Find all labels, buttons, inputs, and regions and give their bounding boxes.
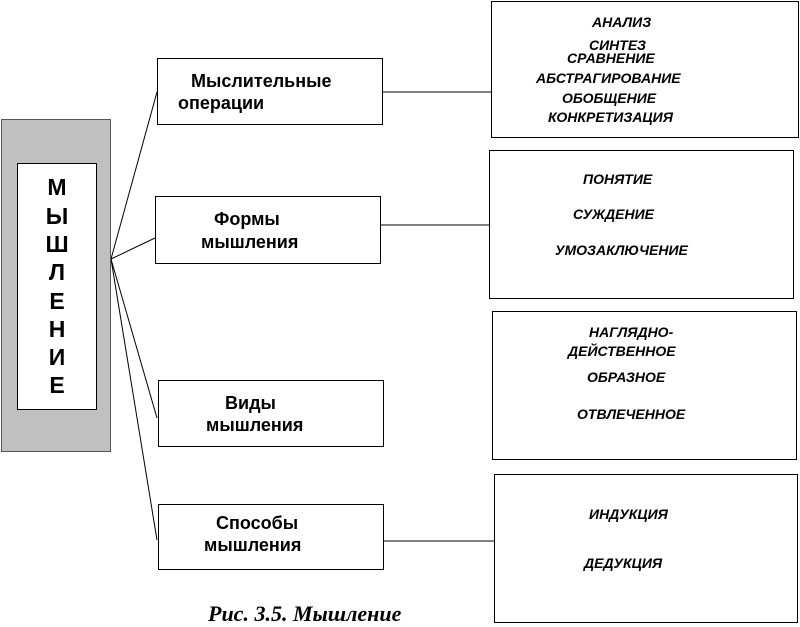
category-label-line1: Мыслительные — [191, 71, 332, 91]
detail-item: СИНТЕЗ — [589, 37, 646, 53]
detail-item: ИНДУКЦИЯ — [589, 506, 668, 522]
category-box-types: Виды мышления — [158, 380, 384, 447]
detail-item: АБСТРАГИРОВАНИЕ — [536, 70, 681, 86]
detail-item: СУЖДЕНИЕ — [573, 206, 655, 222]
detail-item: ПОНЯТИЕ — [583, 171, 653, 187]
connector-center-to-forms — [110, 237, 156, 260]
detail-box-types: НАГЛЯДНО- ДЕЙСТВЕННОЕ ОБРАЗНОЕ ОТВЛЕЧЕНН… — [492, 311, 797, 460]
category-label-line1: Способы — [216, 513, 299, 533]
category-label-line1: Виды — [225, 393, 276, 413]
connector-center-to-types — [110, 258, 158, 419]
detail-item: СРАВНЕНИЕ — [567, 50, 655, 66]
detail-box-forms: ПОНЯТИЕ СУЖДЕНИЕ УМОЗАКЛЮЧЕНИЕ — [489, 150, 794, 299]
category-box-methods: Способы мышления — [158, 504, 384, 570]
detail-item: АНАЛИЗ — [592, 14, 652, 30]
detail-item: ДЕЙСТВЕННОЕ — [568, 343, 676, 359]
category-box-forms: Формы мышления — [155, 196, 381, 264]
detail-item: ОБРАЗНОЕ — [587, 369, 666, 385]
center-letter: Е — [49, 372, 65, 399]
center-letter: Л — [48, 259, 66, 286]
detail-item: НАГЛЯДНО- — [589, 324, 674, 340]
category-label-line2: мышления — [204, 535, 302, 555]
detail-box-operations: АНАЛИЗ СИНТЕЗ СРАВНЕНИЕ АБСТРАГИРОВАНИЕ … — [491, 1, 799, 138]
center-letter: Ы — [45, 202, 69, 229]
category-label-line2: мышления — [206, 415, 304, 435]
category-label-line1: Формы — [214, 209, 280, 229]
connector-center-to-operations — [110, 91, 158, 260]
center-letter: Н — [48, 315, 66, 342]
center-concept-box: М Ы Ш Л Е Н И Е — [17, 163, 97, 410]
detail-item: ОТВЛЕЧЕННОЕ — [577, 406, 686, 422]
center-letter: Е — [49, 287, 65, 314]
detail-item: УМОЗАКЛЮЧЕНИЕ — [555, 242, 688, 258]
connector-center-to-methods — [110, 258, 158, 541]
category-box-operations: Мыслительные операции — [157, 58, 383, 125]
category-label-line2: операции — [178, 93, 265, 113]
category-label-line2: мышления — [201, 232, 299, 252]
detail-item: ДЕДУКЦИЯ — [584, 555, 663, 571]
center-letter: И — [48, 344, 66, 371]
center-letter: М — [47, 174, 67, 201]
center-letter: Ш — [45, 230, 69, 257]
detail-item: ОБОБЩЕНИЕ — [562, 90, 657, 106]
figure-caption: Рис. 3.5. Мышление — [208, 601, 402, 626]
detail-box-methods: ИНДУКЦИЯ ДЕДУКЦИЯ — [494, 474, 798, 623]
detail-item: КОНКРЕТИЗАЦИЯ — [548, 109, 673, 125]
center-concept-frame: М Ы Ш Л Е Н И Е — [1, 119, 111, 452]
